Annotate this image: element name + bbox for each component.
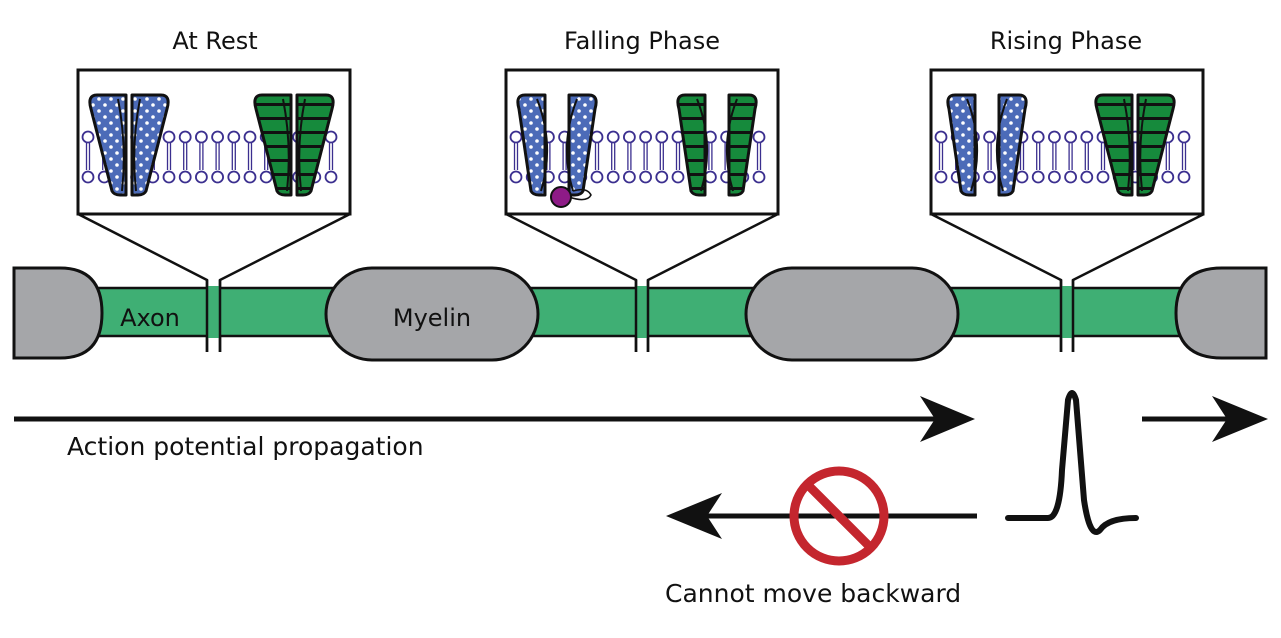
no-entry-icon [789, 466, 889, 566]
node-ticks [205, 280, 1075, 352]
panel-title-falling-phase: Falling Phase [564, 27, 720, 55]
axon-label: Axon [120, 304, 180, 332]
sodium-channel-icon [516, 93, 598, 197]
inactivation-tether [568, 188, 592, 201]
backward-arrowhead-icon [666, 493, 722, 539]
panel-title-rising-phase: Rising Phase [990, 27, 1142, 55]
panel-rising-phase [929, 68, 1205, 216]
potassium-channel-icon [1094, 93, 1176, 197]
myelin-segment-2 [744, 266, 960, 362]
myelin-segment-1 [324, 266, 540, 362]
sodium-channel-icon [88, 93, 170, 197]
panel-falling-phase [504, 68, 780, 216]
action-potential-spike-icon [1005, 390, 1139, 535]
inactivation-ball-icon [550, 186, 572, 208]
node-gap-1 [208, 286, 219, 338]
propagation-label: Action potential propagation [67, 432, 424, 461]
myelin-label: Myelin [393, 304, 471, 332]
myelin-segment-right [1174, 266, 1268, 360]
continuation-arrowhead-icon [1212, 396, 1268, 442]
backward-label: Cannot move backward [665, 579, 961, 608]
node-gap-2 [637, 286, 647, 338]
sodium-channel-icon [946, 93, 1028, 197]
propagation-arrowhead-icon [920, 396, 975, 442]
panel-title-at-rest: At Rest [172, 27, 257, 55]
myelin-segment-left [12, 266, 104, 360]
node-gap-3 [1062, 286, 1072, 338]
potassium-channel-icon [676, 93, 758, 197]
potassium-channel-icon [253, 93, 335, 197]
panel-at-rest [76, 68, 352, 216]
